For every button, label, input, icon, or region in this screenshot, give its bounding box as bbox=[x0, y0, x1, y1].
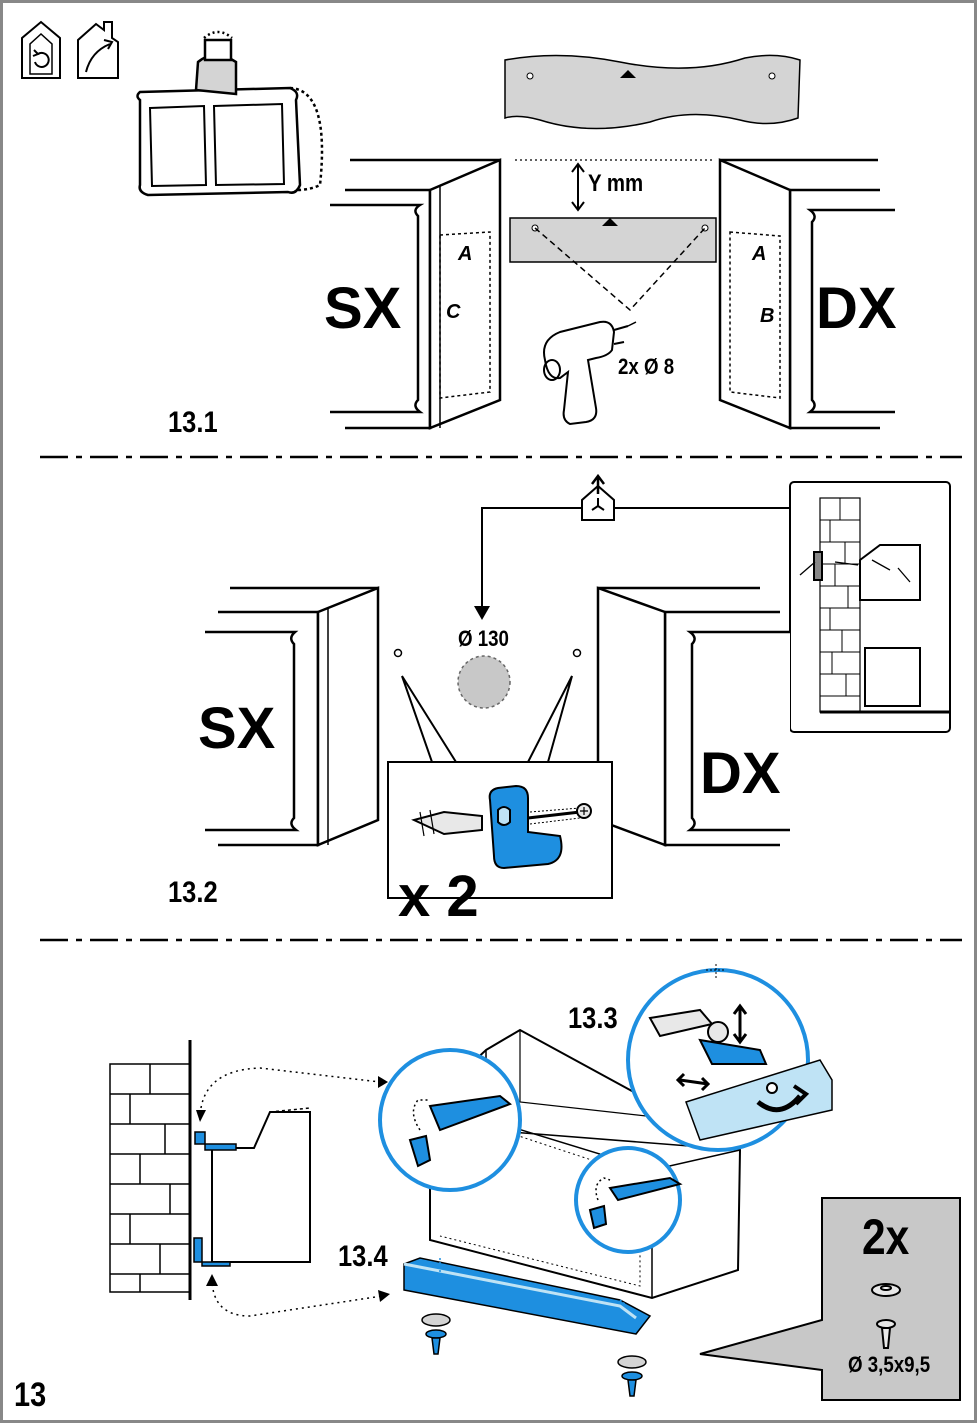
paper-template bbox=[504, 54, 801, 130]
bracket-detail-right bbox=[574, 1146, 683, 1254]
screw-quantity-callout bbox=[699, 1197, 961, 1401]
page-number: 13 bbox=[14, 1376, 47, 1414]
left-side-label-13-2: SX bbox=[198, 696, 276, 761]
right-side-label-13-2: DX bbox=[700, 741, 781, 806]
screw-size-label: Ø 3,5x9,5 bbox=[848, 1352, 931, 1377]
bottom-trim-strip bbox=[403, 1257, 652, 1335]
letter-c: C bbox=[446, 301, 461, 323]
left-cabinet-13-2 bbox=[205, 586, 380, 847]
step-13-3-label: 13.3 bbox=[568, 1002, 618, 1035]
step-13-4-label: 13.4 bbox=[338, 1240, 388, 1273]
drill-icon bbox=[543, 320, 637, 426]
gap-label: Y mm bbox=[588, 170, 644, 197]
step-13-2-label: 13.2 bbox=[168, 876, 218, 909]
left-side-label: SX bbox=[324, 276, 402, 341]
hood-cabinet-illustration bbox=[136, 30, 324, 197]
adjustment-detail bbox=[626, 964, 833, 1152]
duct-hole bbox=[457, 655, 511, 709]
recirculation-icon bbox=[21, 20, 61, 79]
screw-icon bbox=[421, 1313, 647, 1397]
extraction-icon bbox=[77, 21, 119, 79]
right-cabinet-13-1 bbox=[718, 158, 895, 430]
wall-side-view bbox=[109, 1040, 311, 1300]
drill-size-label: 2x Ø 8 bbox=[618, 354, 675, 379]
right-cabinet-13-2 bbox=[596, 586, 790, 847]
extraction-icon-13-2 bbox=[581, 473, 615, 521]
right-side-label: DX bbox=[816, 276, 897, 341]
screw-quantity-label: 2x bbox=[862, 1209, 910, 1265]
quantity-label-13-2: x 2 bbox=[398, 864, 479, 929]
letter-a-right: A bbox=[752, 243, 767, 265]
bracket-detail-left bbox=[378, 1048, 522, 1192]
side-view-inset bbox=[789, 481, 951, 733]
step-13-1-label: 13.1 bbox=[168, 406, 218, 439]
letter-b: B bbox=[760, 305, 775, 327]
left-cabinet-13-1 bbox=[330, 158, 502, 430]
letter-a-left: A bbox=[458, 243, 473, 265]
wall-template bbox=[509, 217, 717, 263]
wall-plug-and-bracket bbox=[411, 784, 592, 870]
duct-diameter-label: Ø 130 bbox=[458, 626, 509, 651]
